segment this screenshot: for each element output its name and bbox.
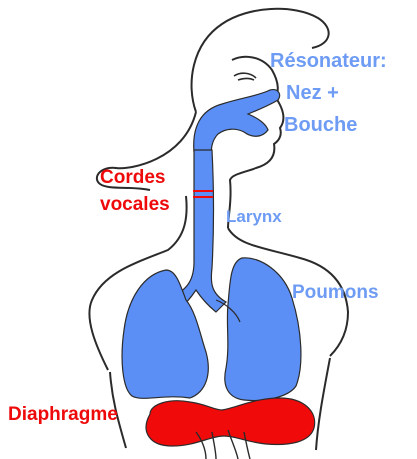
diaphragm: [146, 398, 315, 446]
resonator-line3-label: Bouche: [284, 114, 357, 137]
resonator-line2-label: Nez +: [286, 82, 339, 105]
resonator-title-label: Résonateur:: [270, 50, 387, 73]
diaphragm-label: Diaphragme: [8, 404, 118, 426]
vocal-cords-line2-label: vocales: [100, 194, 170, 216]
face-profile-outline: [228, 57, 283, 228]
lungs-label: Poumons: [292, 282, 379, 304]
eye-outline: [234, 73, 256, 80]
vocal-cords-line1-label: Cordes: [100, 167, 165, 189]
right-lung: [225, 258, 301, 401]
larynx-label: Larynx: [226, 207, 282, 227]
